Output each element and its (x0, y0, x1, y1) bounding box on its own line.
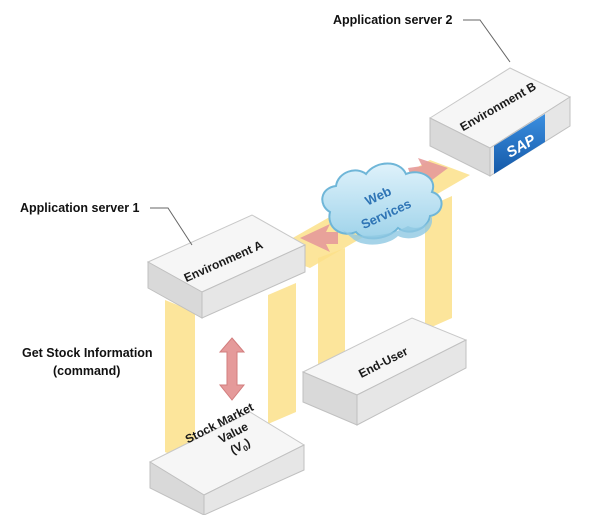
environment-a-box: Environment A (146, 214, 307, 319)
pillar-env-a-left (165, 300, 195, 465)
cloud-arrow-left (300, 224, 338, 252)
pillar-enduser-right (425, 196, 452, 330)
get-stock-label-line2: (command) (53, 364, 120, 378)
end-user-box: End-User (301, 317, 468, 426)
app-server-1-label: Application server 1 (20, 201, 140, 215)
pillar-env-a-right (268, 283, 296, 424)
stock-market-label-line3: (V0) (228, 435, 253, 459)
pillar-enduser-left (318, 248, 345, 385)
environment-b-box: Environment B SAP (428, 67, 572, 177)
cloud-arrow-right (408, 158, 448, 186)
callout-get-stock: Get Stock Information (command) (22, 346, 153, 378)
app-server-2-leader (463, 19, 511, 63)
app-server-1-leader (150, 207, 193, 246)
stock-market-box: Stock Market Value (V0) (148, 400, 306, 515)
web-services-cloud: Web Services (300, 158, 448, 252)
callout-app-server-2: Application server 2 (333, 13, 511, 63)
command-double-arrow (218, 337, 246, 401)
app-server-2-label: Application server 2 (333, 13, 453, 27)
callout-app-server-1: Application server 1 (20, 201, 193, 246)
get-stock-label-line1: Get Stock Information (22, 346, 153, 360)
